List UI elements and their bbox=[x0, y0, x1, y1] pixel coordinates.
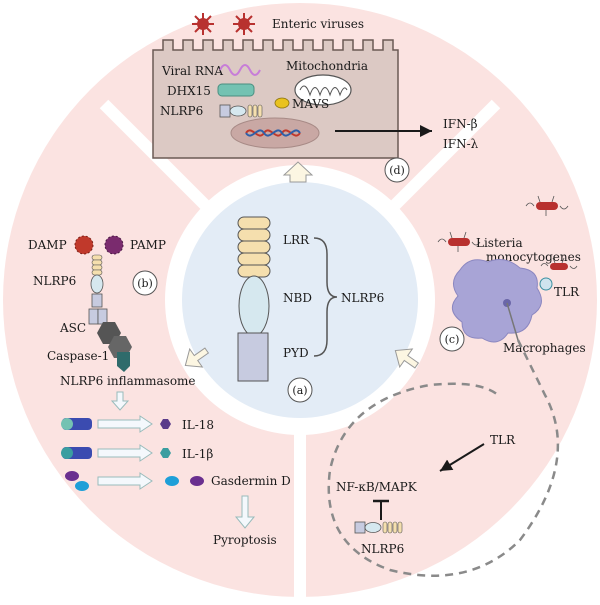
panel-a: LRR NBD PYD NLRP6 (a) bbox=[237, 216, 384, 403]
panel-b-label: (b) bbox=[137, 277, 153, 290]
macrophages-label: Macrophages bbox=[503, 341, 586, 355]
arrow-to-panel-c bbox=[394, 348, 420, 369]
caspase1-tail bbox=[117, 352, 130, 372]
panel-c-label: (c) bbox=[445, 333, 460, 346]
arrow-to-panel-b bbox=[184, 347, 210, 368]
il18-label: IL-18 bbox=[182, 418, 214, 432]
panel-b-marker bbox=[132, 270, 158, 296]
zoom-ellipse bbox=[327, 339, 560, 577]
nfkb-label: NF-κB/MAPK bbox=[336, 480, 418, 494]
caspase1-label: Caspase-1 bbox=[47, 349, 109, 363]
nlrp6-d-label: NLRP6 bbox=[160, 104, 203, 118]
tlr-receptor bbox=[539, 277, 553, 291]
il1b-label: IL-1β bbox=[182, 447, 213, 461]
pro-il18-cap bbox=[61, 418, 73, 430]
domain-brace bbox=[313, 237, 338, 357]
tlr-to-nfkb-arrow bbox=[439, 443, 485, 472]
pro-il1b-cap bbox=[61, 447, 73, 459]
gasdermin-c-cleaved bbox=[165, 476, 179, 486]
il18-shape bbox=[160, 419, 171, 429]
viral-rna-strand bbox=[219, 64, 261, 76]
listeria-label-line2: monocytogenes bbox=[486, 250, 581, 264]
panel-d-marker bbox=[384, 157, 410, 183]
gasdermin-n-cleaved bbox=[190, 476, 204, 486]
il1b-shape bbox=[160, 448, 171, 458]
panel-a-label: (a) bbox=[292, 384, 307, 397]
panel-c: Listeria monocytogenes TLR Macrophages (… bbox=[327, 195, 586, 577]
asc-block-left bbox=[88, 308, 99, 325]
pyroptosis-label: Pyroptosis bbox=[213, 533, 277, 547]
enteric-viruses-label: Enteric viruses bbox=[272, 17, 364, 31]
dhx15-shape bbox=[217, 83, 255, 97]
ifn-lambda-label: IFN-λ bbox=[443, 137, 479, 151]
nlrp6-center-label: NLRP6 bbox=[341, 291, 384, 305]
panel-d: Enteric viruses Viral RNA DHX15 NLRP6 Mi… bbox=[152, 13, 479, 183]
gasdermin-n bbox=[65, 471, 79, 481]
nucleus bbox=[230, 117, 320, 149]
lrr-label: LRR bbox=[283, 233, 310, 247]
listeria-label-line1: Listeria bbox=[476, 236, 523, 250]
arrow-down-2 bbox=[234, 495, 256, 529]
nbd-label: NBD bbox=[283, 291, 312, 305]
nlrp6-c-label: NLRP6 bbox=[361, 542, 404, 556]
viral-rna-label: Viral RNA bbox=[161, 64, 223, 78]
listeria-icon bbox=[437, 231, 481, 252]
dna-icon bbox=[245, 129, 301, 137]
arrow-il18 bbox=[97, 415, 153, 433]
asc-block-right bbox=[97, 308, 108, 325]
epithelial-cell bbox=[152, 39, 399, 159]
lrr-domain bbox=[237, 216, 271, 278]
pyd-domain bbox=[237, 332, 269, 382]
zoom-line bbox=[506, 302, 519, 341]
listeria-icon bbox=[525, 195, 569, 216]
pamp-label: PAMP bbox=[130, 238, 166, 252]
damp-label: DAMP bbox=[28, 238, 67, 252]
listeria-icon bbox=[540, 257, 578, 270]
damp-icon bbox=[74, 235, 94, 255]
macrophage-cell bbox=[451, 259, 542, 343]
tlr-inside-label: TLR bbox=[490, 433, 516, 447]
nlrp6-b-label: NLRP6 bbox=[33, 274, 76, 288]
panel-a-marker bbox=[287, 377, 313, 403]
virus-icon bbox=[192, 13, 214, 35]
panel-c-marker bbox=[439, 326, 465, 352]
mitochondria-icon bbox=[294, 74, 352, 106]
inflammasome-label: NLRP6 inflammasome bbox=[60, 374, 196, 388]
nlrp6-c-mini bbox=[354, 521, 403, 534]
mavs-label: MAVS bbox=[292, 97, 329, 111]
asc-label: ASC bbox=[59, 321, 86, 335]
mavs-shape bbox=[274, 97, 290, 109]
nlrp6-vertical bbox=[90, 254, 104, 308]
arrow-to-panel-d bbox=[282, 161, 314, 183]
tlr-label: TLR bbox=[554, 285, 580, 299]
pamp-icon bbox=[104, 235, 124, 255]
gasdermin-c bbox=[75, 481, 89, 491]
mitochondria-label: Mitochondria bbox=[286, 59, 368, 73]
gasdermin-label: Gasdermin D bbox=[211, 474, 291, 488]
panel-d-label: (d) bbox=[389, 164, 405, 177]
nbd-domain bbox=[238, 275, 270, 337]
virus-icon bbox=[233, 13, 255, 35]
dhx15-label: DHX15 bbox=[167, 84, 211, 98]
arrow-gasdermin bbox=[97, 472, 153, 490]
outer-ring bbox=[3, 3, 597, 600]
panel-b: DAMP PAMP NLRP6 (b) ASC Caspase-1 NLRP6 … bbox=[28, 235, 291, 547]
arrow-il1b bbox=[97, 444, 153, 462]
arrow-down-1 bbox=[110, 391, 130, 411]
pyd-label: PYD bbox=[283, 346, 309, 360]
ifn-beta-label: IFN-β bbox=[443, 117, 478, 131]
nlrp6-mini bbox=[219, 104, 263, 118]
